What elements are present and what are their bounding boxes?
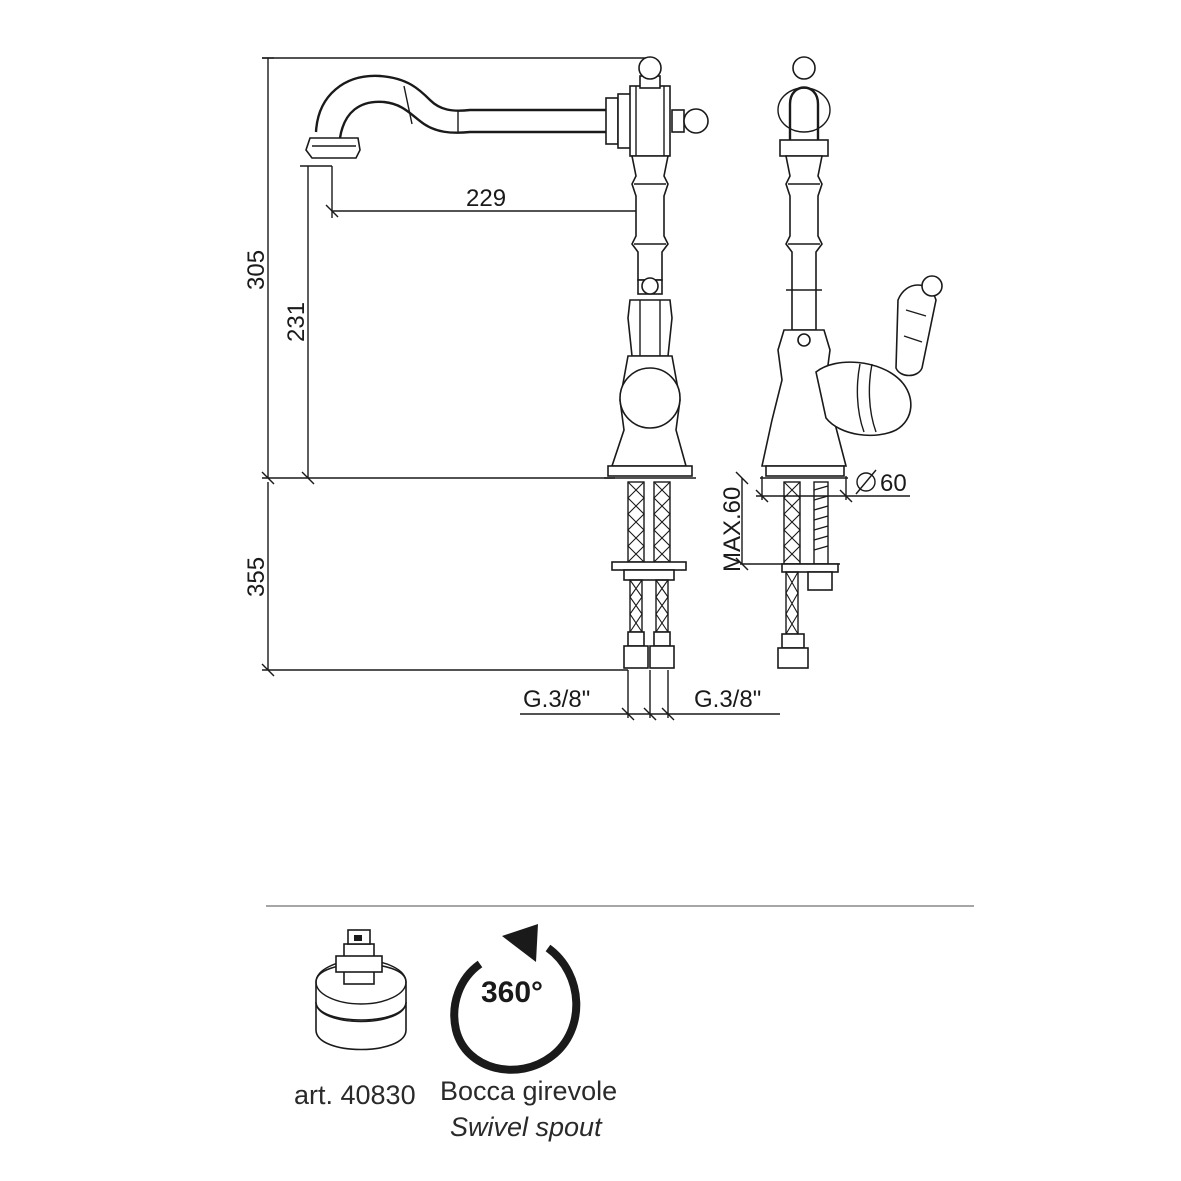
dim-hole-diameter: 60 — [880, 470, 907, 497]
side-view-faucet — [735, 56, 943, 669]
swivel-label-en: Swivel spout — [450, 1112, 603, 1142]
cartridge-label: art. 40830 — [294, 1080, 416, 1110]
dim-thread-left: G.3/8" — [523, 686, 590, 713]
dim-305: 305 — [243, 250, 270, 290]
dim-355: 355 — [243, 557, 270, 597]
swivel-label-it: Bocca girevole — [440, 1076, 617, 1106]
dim-231: 231 — [283, 302, 310, 342]
dim-thread-right: G.3/8" — [694, 686, 761, 713]
cartridge-icon — [315, 929, 407, 1051]
dim-229: 229 — [466, 185, 506, 212]
dim-max-deck: MAX.60 — [719, 487, 746, 572]
front-view-faucet — [305, 56, 709, 669]
rotation-badge: 360° — [481, 976, 543, 1009]
rotation-360-icon: 360° — [450, 924, 581, 1074]
